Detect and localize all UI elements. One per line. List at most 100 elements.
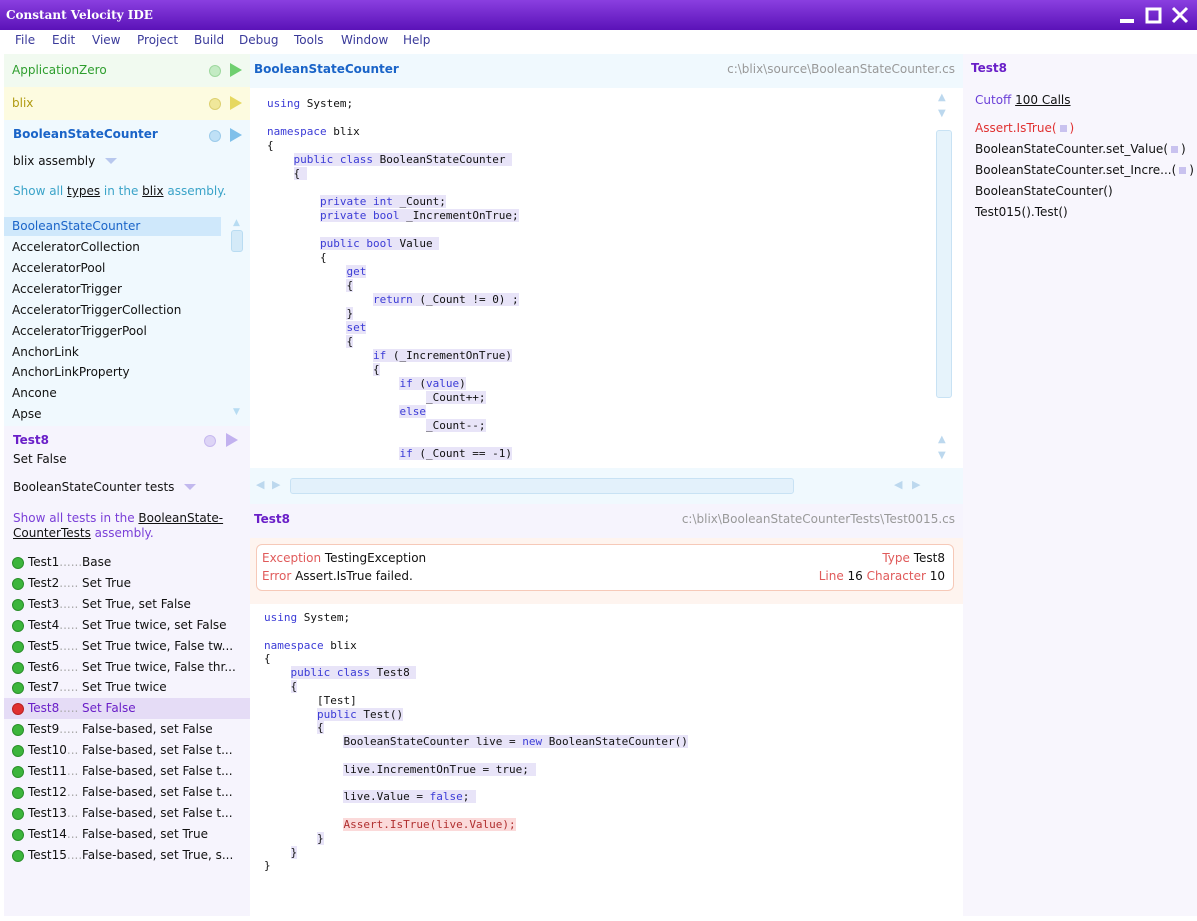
cutoff-link[interactable]: 100 Calls (1015, 93, 1071, 107)
editor-bottom-code[interactable]: using System; namespace blix { public cl… (264, 611, 688, 873)
test-row-test1[interactable]: Test1.......Base (4, 552, 250, 573)
blix-link[interactable]: blix (142, 184, 164, 198)
call-frame[interactable]: BooleanStateCounter.set_Incre...() (975, 163, 1194, 177)
run-icon[interactable] (230, 96, 242, 110)
editor-bottom-title: Test8 (254, 512, 290, 526)
type-list-item[interactable]: AnchorLink (12, 345, 79, 359)
menu-view[interactable]: View (92, 33, 121, 47)
editor-vertical-scrollbar-thumb[interactable] (936, 130, 952, 398)
test-row-test4[interactable]: Test4.....Set True twice, set False (4, 615, 250, 636)
show-all-types: Show all types in the blix assembly. (13, 184, 226, 198)
test-row-test8[interactable]: Test8.....Set False (4, 698, 250, 720)
type-list-item[interactable]: Ancone (12, 386, 57, 400)
editor-top-header: BooleanStateCounter c:\blix\source\Boole… (250, 54, 963, 88)
test-assembly-link-b[interactable]: CounterTests (13, 526, 91, 540)
type-list-scrollbar-thumb[interactable] (231, 230, 243, 252)
test-label: Test6..... (28, 660, 78, 674)
class-panel: BooleanStateCounter blix assembly Show a… (4, 120, 250, 426)
test-row-test2[interactable]: Test2.....Set True (4, 573, 250, 594)
test-suite-dropdown[interactable]: BooleanStateCounter tests (13, 480, 197, 494)
run-icon[interactable] (230, 63, 242, 77)
type-list-item[interactable]: AcceleratorTriggerPool (12, 324, 147, 338)
menu-tools[interactable]: Tools (294, 33, 324, 47)
leader-dots: ..... (59, 638, 79, 653)
scroll-left-icon[interactable]: ◀ (256, 478, 265, 491)
title-bar: Constant Velocity IDE (0, 0, 1197, 30)
call-frame[interactable]: BooleanStateCounter() (975, 184, 1113, 198)
close-button[interactable] (1168, 3, 1192, 27)
test-row-test14[interactable]: Test14...False-based, set True (4, 824, 250, 845)
run-icon[interactable] (226, 433, 238, 447)
type-list-item[interactable]: BooleanStateCounter (12, 219, 141, 233)
maximize-button[interactable] (1142, 3, 1166, 27)
scroll-down-icon[interactable]: ▼ (938, 450, 946, 461)
run-icon[interactable] (230, 128, 242, 142)
test-label: Test4..... (28, 618, 78, 632)
menu-build[interactable]: Build (194, 33, 225, 47)
call-frame[interactable]: Test015().Test() (975, 205, 1068, 219)
type-list-item[interactable]: AcceleratorCollection (12, 240, 140, 254)
line-value: 16 (847, 569, 863, 583)
type-list-item[interactable]: AcceleratorTrigger (12, 282, 122, 296)
editor-bottom-header: Test8 c:\blix\BooleanStateCounterTests\T… (250, 504, 963, 538)
scroll-down-icon[interactable]: ▼ (938, 108, 946, 119)
test-name: Test2 (28, 575, 60, 590)
call-frame-label: BooleanStateCounter.set_Incre...( (975, 163, 1177, 177)
arg-chip-icon (1179, 167, 1187, 174)
test-row-test9[interactable]: Test9.....False-based, set False (4, 719, 250, 740)
leader-dots: ..... (59, 680, 79, 695)
chevron-down-icon (184, 484, 197, 490)
test-row-test13[interactable]: Test13...False-based, set False t... (4, 803, 250, 824)
test-row-test5[interactable]: Test5.....Set True twice, False tw... (4, 636, 250, 657)
test-row-test10[interactable]: Test10...False-based, set False t... (4, 740, 250, 761)
minimize-button[interactable] (1116, 3, 1140, 27)
arg-chip-icon (1171, 146, 1178, 153)
text: assembly. (163, 184, 227, 198)
test-row-test12[interactable]: Test12...False-based, set False t... (4, 782, 250, 803)
class-panel-title: BooleanStateCounter (13, 127, 158, 141)
leader-dots: ..... (59, 575, 79, 590)
test-row-test6[interactable]: Test6.....Set True twice, False thr... (4, 657, 250, 678)
test-description: False-based, set False (82, 722, 213, 737)
exception-value: TestingException (324, 551, 427, 565)
test-row-test11[interactable]: Test11...False-based, set False t... (4, 761, 250, 782)
menu-debug[interactable]: Debug (239, 33, 279, 47)
test-row-test3[interactable]: Test3.....Set True, set False (4, 594, 250, 615)
editor-horizontal-scrollbar-thumb[interactable] (290, 478, 794, 494)
menu-window[interactable]: Window (341, 33, 389, 47)
call-frame-label: BooleanStateCounter.set_Value( (975, 142, 1168, 156)
scroll-up-icon[interactable]: ▲ (938, 434, 946, 445)
menu-help[interactable]: Help (403, 33, 431, 47)
call-frame[interactable]: BooleanStateCounter.set_Value() (975, 142, 1186, 156)
type-list-item[interactable]: AcceleratorTriggerCollection (12, 303, 182, 317)
type-list-item[interactable]: AnchorLinkProperty (12, 365, 130, 379)
test-row-test15[interactable]: Test15....False-based, set True, s... (4, 845, 250, 866)
scroll-right-icon[interactable]: ▶ (272, 478, 281, 491)
types-link[interactable]: types (67, 184, 101, 198)
menu-project[interactable]: Project (137, 33, 179, 47)
arg-chip-icon (1059, 125, 1067, 132)
test-description: Set False (82, 701, 136, 716)
test-description: Set True, set False (82, 596, 191, 611)
scroll-left-icon[interactable]: ◀ (894, 478, 903, 491)
type-list-item[interactable]: Apse (12, 407, 42, 421)
test-label: Test11... (28, 764, 78, 778)
test-panel-title: Test8 (13, 433, 49, 447)
scroll-up-icon[interactable]: ▲ (233, 218, 240, 228)
pass-status-icon (12, 724, 24, 737)
project-row-applicationzero[interactable]: ApplicationZero (4, 54, 250, 87)
test-name: Test15 (28, 847, 67, 862)
test-assembly-link-a[interactable]: BooleanState- (138, 511, 224, 525)
scroll-up-icon[interactable]: ▲ (938, 92, 946, 103)
project-row-blix[interactable]: blix (4, 87, 250, 120)
test-row-test7[interactable]: Test7.....Set True twice (4, 677, 250, 698)
menu-edit[interactable]: Edit (52, 33, 76, 47)
menu-file[interactable]: File (15, 33, 36, 47)
assembly-dropdown[interactable]: blix assembly (13, 154, 118, 168)
scroll-right-icon[interactable]: ▶ (912, 478, 921, 491)
type-list-item[interactable]: AcceleratorPool (12, 261, 106, 275)
call-frame[interactable]: Assert.IsTrue() (975, 121, 1075, 135)
editor-top-code[interactable]: using System; namespace blix { public cl… (267, 97, 519, 460)
scroll-down-icon[interactable]: ▼ (233, 407, 240, 417)
test-name: Test6 (28, 659, 60, 674)
